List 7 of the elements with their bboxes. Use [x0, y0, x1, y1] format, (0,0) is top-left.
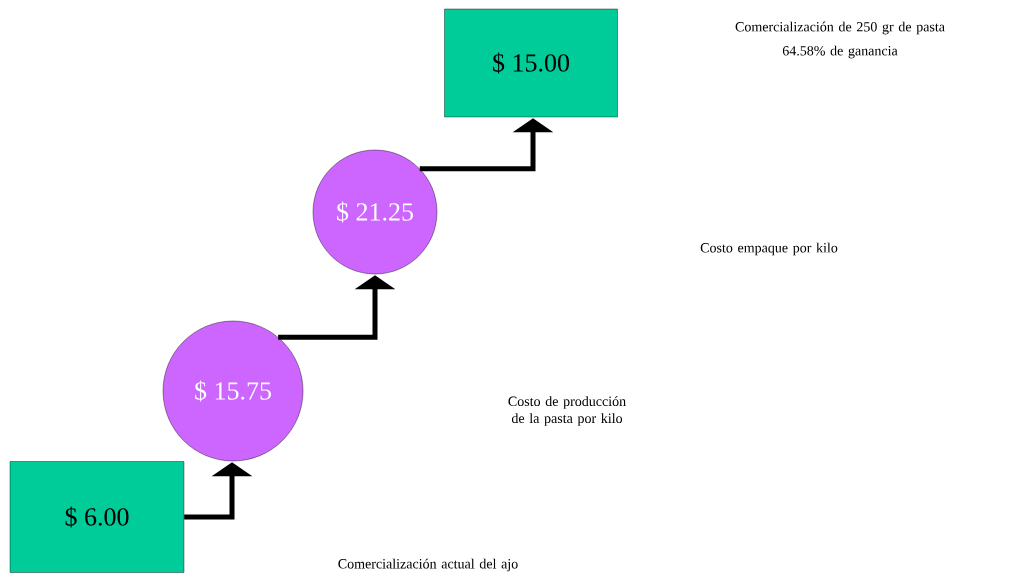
- price-box: $ 15.00: [444, 8, 618, 118]
- price-box: $ 6.00: [9, 461, 185, 573]
- text-label: 64.58% de ganancia: [782, 45, 898, 59]
- text-label: Costo de producción de la pasta por kilo: [508, 396, 626, 426]
- text-label: Comercialización de 250 gr de pasta: [735, 21, 945, 35]
- text-label: Comercialización actual del ajo: [338, 558, 518, 572]
- text-label: Costo empaque por kilo: [700, 242, 838, 256]
